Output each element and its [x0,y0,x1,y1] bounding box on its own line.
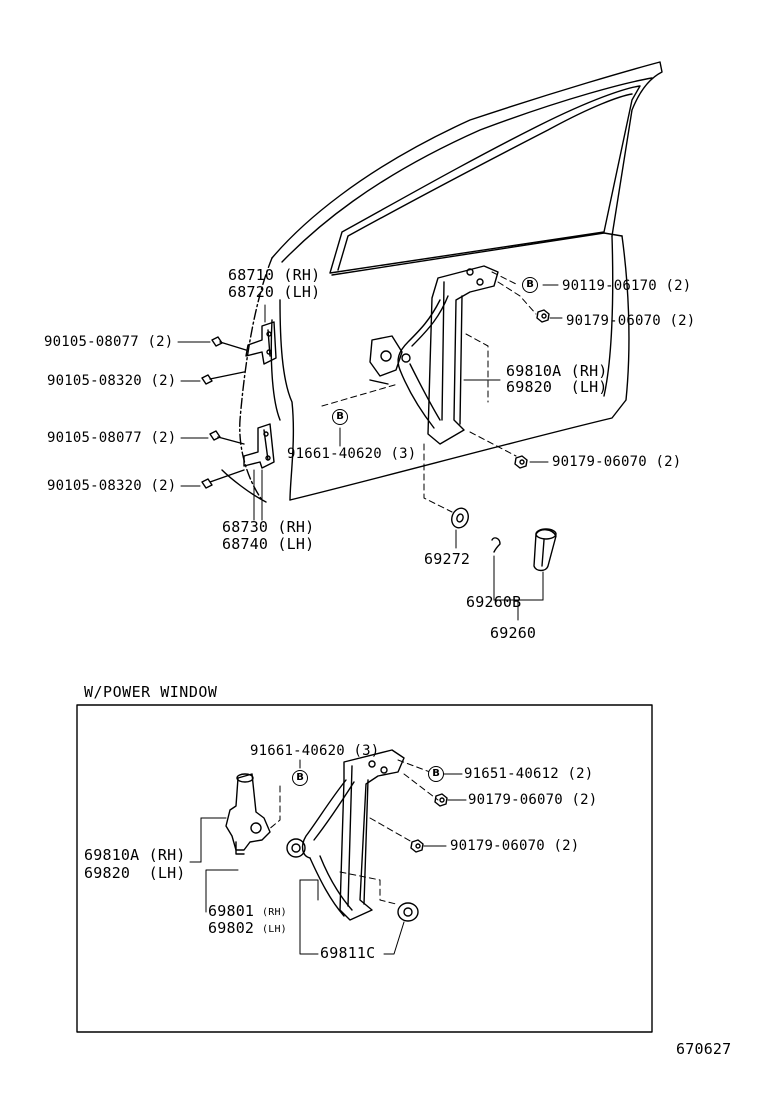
label-68710: 68710 (RH) [228,266,321,284]
label-91651-40612: 91651-40612 (2) [464,766,594,782]
leader-lines-power [205,759,467,955]
label-90179-06070-d: 90179-06070 (2) [450,838,580,854]
label-90179-06070-c: 90179-06070 (2) [468,792,598,808]
label-pw-69810a: 69810A (RH) [84,846,186,864]
label-90105-08320-b: 90105-08320 (2) [47,478,177,494]
label-91661-40620-a: 91661-40620 (3) [287,446,417,462]
power-window-frame [76,704,653,1033]
figure-number: 670627 [676,1040,732,1058]
nut-icons-power [410,793,448,853]
upper-hinge [245,321,277,365]
marker-b-2: B [332,409,348,425]
label-69802-side: (LH) [262,924,287,935]
label-90179-06070-b: 90179-06070 (2) [552,454,682,470]
label-69260: 69260 [490,624,537,642]
label-68730: 68730 (RH) [222,518,315,536]
power-window-regulator [286,749,405,921]
label-69801: 69801 [208,902,255,920]
label-69272: 69272 [424,550,471,568]
marker-b-1: B [522,277,538,293]
window-motor [189,773,271,863]
regulator-handle-69260 [491,528,557,621]
leader-lines-hinges [177,304,266,521]
manual-window-regulator [369,265,499,445]
marker-b-4: B [428,766,444,782]
marker-b-3: B [292,770,308,786]
label-90119-06170: 90119-06170 (2) [562,278,692,294]
label-68720: 68720 (LH) [228,283,321,301]
label-69810a: 69810A (RH) [506,362,608,380]
label-69260b: 69260B [466,593,522,611]
label-69811c: 69811C [320,944,376,962]
label-69802: 69802 [208,919,255,937]
lower-hinge [243,423,275,469]
label-69801-side: (RH) [262,907,287,918]
leader-lines-upper-right [339,284,563,463]
washer-69811c [397,902,419,922]
label-69820: 69820 (LH) [506,378,608,396]
door-panel [221,61,663,503]
label-90105-08320-a: 90105-08320 (2) [47,373,177,389]
washer-69272 [451,507,469,549]
bolt-icons-left [201,336,247,489]
label-90105-08077-a: 90105-08077 (2) [44,334,174,350]
label-90105-08077-b: 90105-08077 (2) [47,430,177,446]
label-91661-40620-b: 91661-40620 (3) [250,743,380,759]
dashed-leaders-power [267,759,439,905]
section-title-power-window: W/POWER WINDOW [84,683,218,701]
label-68740: 68740 (LH) [222,535,315,553]
label-90179-06070-a: 90179-06070 (2) [566,313,696,329]
dashed-leaders-upper [321,271,537,513]
nut-icons-upper [514,309,550,469]
label-pw-69820: 69820 (LH) [84,864,186,882]
